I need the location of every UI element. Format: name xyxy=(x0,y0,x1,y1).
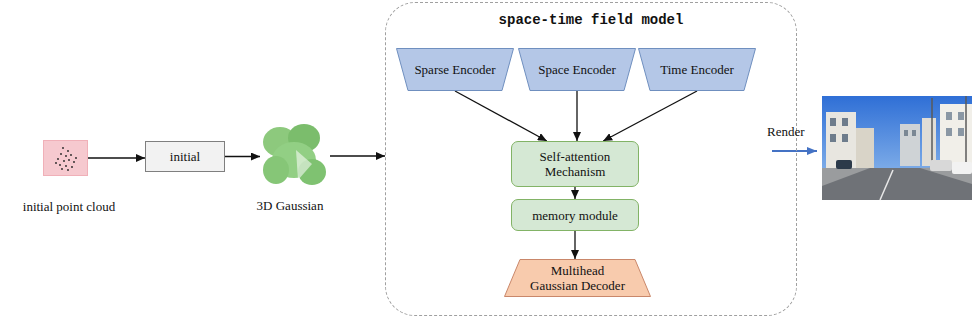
flow-arrow xyxy=(455,91,547,141)
flow-arrow xyxy=(88,157,145,158)
flow-arrow xyxy=(574,231,575,259)
decoder-box: Multihead Gaussian Decoder xyxy=(504,259,651,297)
point-cloud-node: initial point cloud xyxy=(8,138,130,218)
gaussian-node: 3D Gaussian xyxy=(240,118,340,216)
region-title: space-time field model xyxy=(386,12,796,29)
encoder-box: Time Encoder xyxy=(638,48,756,91)
node-label: initial point cloud xyxy=(8,199,130,214)
encoder-box: Sparse Encoder xyxy=(396,48,514,91)
rendered-street-image xyxy=(822,96,972,200)
node-label: Sparse Encoder xyxy=(414,62,495,77)
encoder-box: Space Encoder xyxy=(518,48,636,91)
node-label: 3D Gaussian xyxy=(240,198,340,213)
attention-box: Self-attention Mechanism xyxy=(511,141,639,187)
node-label: Multihead Gaussian Decoder xyxy=(528,263,627,293)
memory-box: memory module xyxy=(511,199,639,231)
flow-arrow xyxy=(225,156,260,157)
node-label: Time Encoder xyxy=(660,62,734,77)
flow-arrow xyxy=(330,155,385,156)
node-label: memory module xyxy=(532,208,618,223)
render-arrow xyxy=(772,151,817,152)
node-label: Space Encoder xyxy=(538,62,616,77)
gaussian-blob-icon xyxy=(260,120,330,192)
flow-arrow xyxy=(576,91,577,141)
process-box: initial xyxy=(145,141,225,172)
node-label: Self-attention Mechanism xyxy=(520,149,630,179)
node-label: initial xyxy=(170,149,200,164)
render-label: Render xyxy=(767,124,805,139)
flow-arrow xyxy=(574,187,575,199)
model-region: space-time field modelSparse Encoder Spac… xyxy=(385,2,797,316)
point-cloud-icon xyxy=(43,140,88,176)
flow-arrow xyxy=(603,91,697,141)
